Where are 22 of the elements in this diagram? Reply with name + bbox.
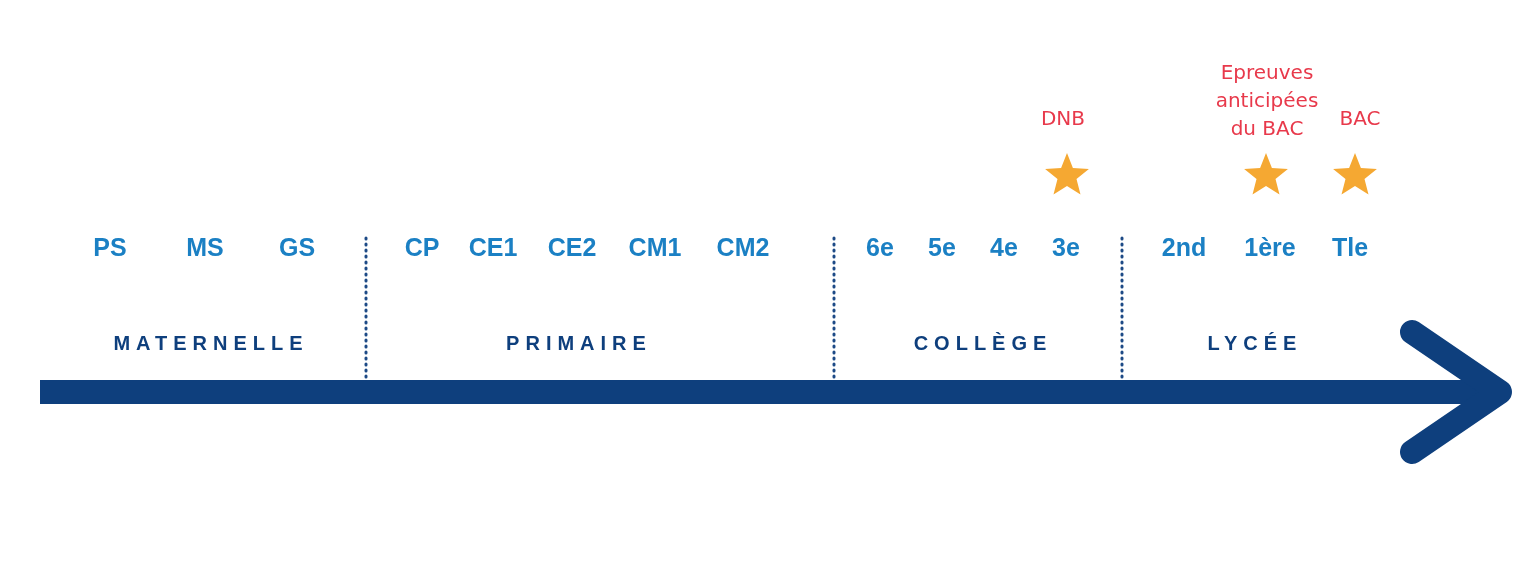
grade-label: CM2 — [716, 232, 770, 262]
grade-label: PS — [93, 232, 127, 262]
grade-label: CM1 — [628, 232, 682, 262]
school-stage-label: COLLÈGE — [913, 331, 1053, 355]
grade-label: CP — [404, 232, 440, 262]
exam-label: DNB — [1040, 105, 1086, 132]
grade-label: 1ère — [1244, 232, 1296, 262]
grade-label: CE2 — [547, 232, 597, 262]
grade-label: 3e — [1052, 232, 1080, 262]
grade-label: Tle — [1331, 232, 1369, 262]
school-stage-label: LYCÉE — [1207, 331, 1303, 355]
grade-label: 4e — [990, 232, 1018, 262]
exam-label: Epreuves anticipées du BAC — [1214, 59, 1320, 142]
grade-label: CE1 — [468, 232, 518, 262]
grade-label: GS — [278, 232, 316, 262]
grade-label: 2nd — [1161, 232, 1207, 262]
grade-label: MS — [186, 232, 224, 262]
exam-label: BAC — [1339, 105, 1381, 132]
grade-label: 5e — [928, 232, 956, 262]
grade-label: 6e — [866, 232, 894, 262]
school-stage-label: MATERNELLE — [113, 331, 309, 355]
school-stage-label: PRIMAIRE — [506, 331, 652, 355]
